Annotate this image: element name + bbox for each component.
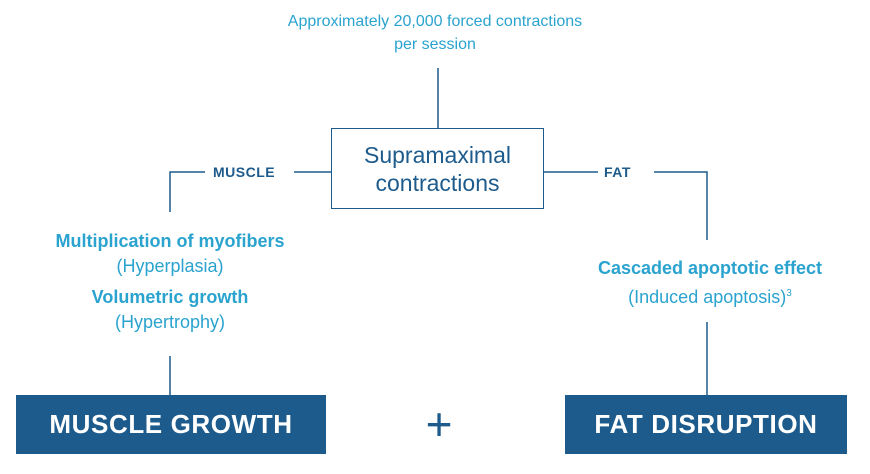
muscle-effects: Multiplication of myofibers (Hyperplasia… <box>25 229 315 335</box>
connector-muscle-corner <box>169 171 205 212</box>
effect-main: Cascaded apoptotic effect <box>597 258 823 278</box>
muscle-effect-hyperplasia: Multiplication of myofibers (Hyperplasia… <box>25 229 315 279</box>
effect-sub: (Hypertrophy) <box>114 312 226 332</box>
top-note-line2: per session <box>394 36 476 53</box>
center-box: Supramaximal contractions <box>331 128 544 209</box>
footnote-marker: 3 <box>786 288 792 299</box>
top-note: Approximately 20,000 forced contractions… <box>235 10 635 56</box>
connector-fat-corner <box>654 171 708 240</box>
effect-main: Multiplication of myofibers <box>55 231 285 251</box>
effect-sub: (Induced apoptosis) <box>628 287 787 307</box>
effect-sub: (Hyperplasia) <box>116 256 224 276</box>
branch-label-fat: FAT <box>598 164 637 180</box>
top-note-line1: Approximately 20,000 forced contractions <box>287 13 583 30</box>
plus-operator: + <box>425 398 453 450</box>
muscle-effect-hypertrophy: Volumetric growth (Hypertrophy) <box>25 285 315 335</box>
effect-main: Volumetric growth <box>91 287 249 307</box>
fat-effects: Cascaded apoptotic effect (Induced apopt… <box>560 256 860 310</box>
center-box-line1: Supramaximal <box>364 141 511 168</box>
branch-label-muscle: MUSCLE <box>207 164 282 180</box>
result-muscle-growth: MUSCLE GROWTH <box>16 395 326 454</box>
result-fat-disruption: FAT DISRUPTION <box>565 395 847 454</box>
effect-sub-line: (Induced apoptosis)3 <box>560 281 860 310</box>
center-box-line2: contractions <box>375 169 500 196</box>
